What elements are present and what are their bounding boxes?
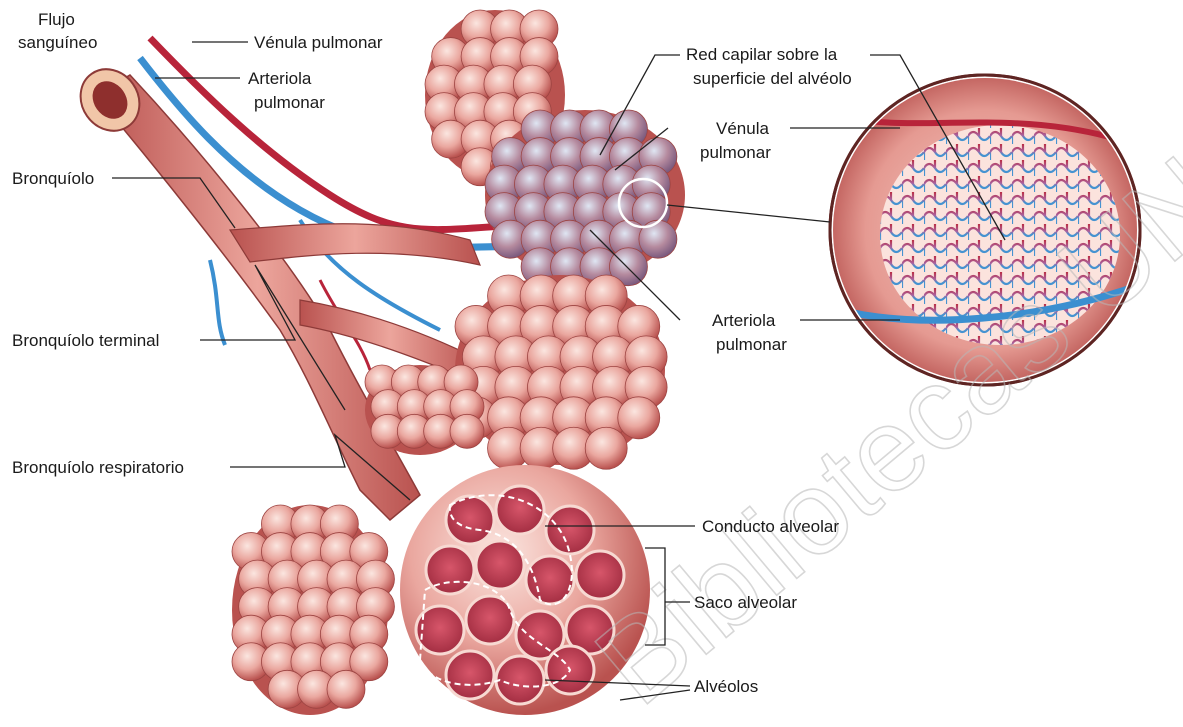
label-red-capilar-2: superficie del alvéolo [693,69,852,88]
cluster-small [365,365,484,455]
alveolus-section [466,596,514,644]
label-conducto-alveolar: Conducto alveolar [702,517,839,536]
alveolus-section [416,606,464,654]
alveolus [585,427,627,469]
cluster-capillary [485,110,685,286]
label-saco-alveolar: Saco alveolar [694,593,797,612]
alveolus [618,397,660,439]
alveolus [327,670,365,708]
alveolus-section [476,541,524,589]
label-bronquiolo: Bronquíolo [12,169,94,188]
label-venula: Vénula [716,119,769,138]
alveolus-section [496,656,544,704]
alveolus-section [446,651,494,699]
label-alveolos: Alvéolos [694,677,758,696]
alveolus-section [496,486,544,534]
label-venula-pulmonar: pulmonar [700,143,771,162]
cluster-middle [455,275,667,469]
label-flujo: Flujo [38,10,75,29]
label-venula-pulmonar-top: Vénula pulmonar [254,33,383,52]
alveolus-section [546,506,594,554]
label-arteriola-right-pulmonar: pulmonar [716,335,787,354]
label-arteriola: Arteriola [248,69,312,88]
alveolus-section [526,556,574,604]
label-red-capilar-1: Red capilar sobre la [686,45,838,64]
label-arteriola-pulmonar: pulmonar [254,93,325,112]
cluster-bottom-left [232,505,394,715]
alveolus-section [426,546,474,594]
label-sanguineo: sanguíneo [18,33,97,52]
alveolus [450,414,484,448]
label-bronquiolo-respiratorio: Bronquíolo respiratorio [12,458,184,477]
label-arteriola-right: Arteriola [712,311,776,330]
label-bronquiolo-terminal: Bronquíolo terminal [12,331,159,350]
